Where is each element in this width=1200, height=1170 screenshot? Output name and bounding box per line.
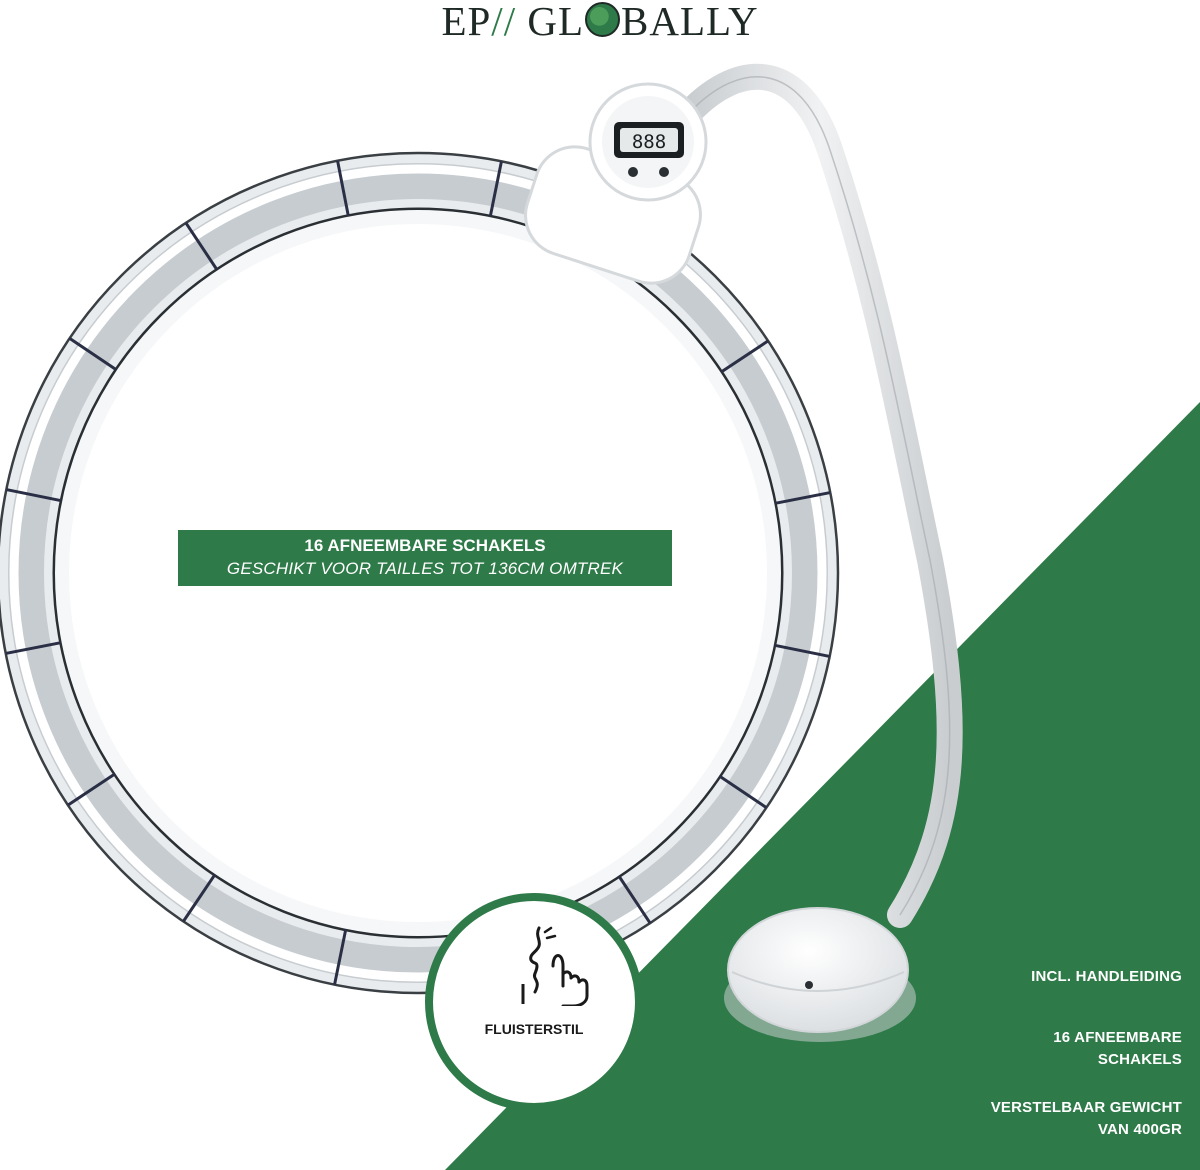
feature-adjustable-weight: VERSTELBAAR GEWICHT VAN 400GR: [991, 1097, 1182, 1141]
hoop-segment-divider: [720, 339, 769, 374]
hoop-segment-divider: [184, 222, 219, 271]
banner-title: 16 AFNEEMBARE SCHAKELS: [304, 536, 546, 555]
whisper-icon: [521, 926, 589, 1006]
hoop-segment-divider: [774, 643, 830, 658]
hoop-segment-divider: [719, 775, 768, 809]
banner-subtitle: GESCHIKT VOOR TAILLES TOT 136CM OMTREK: [226, 559, 624, 578]
feature-line: SCHAKELS: [1097, 1051, 1182, 1068]
counter-display-digits: 888: [632, 131, 666, 153]
logo-text-gl: GL: [527, 0, 584, 44]
feature-manual: INCL. HANDLEIDING: [1031, 966, 1182, 988]
feature-line: VERSTELBAAR GEWICHT: [990, 1099, 1182, 1116]
hoop-segment-divider: [67, 772, 116, 807]
hoop-segment-divider: [333, 929, 348, 985]
hoop-segment-divider: [774, 491, 831, 505]
hoop-ring: [0, 151, 840, 995]
brand-logo: EP// GL BALLY: [0, 0, 1200, 48]
badge-label: FLUISTERSTIL: [484, 1021, 584, 1037]
hoop-segment-divider: [336, 160, 350, 217]
globe-icon: [585, 2, 620, 37]
weight-ball: [724, 907, 916, 1042]
hoop-segment-divider: [5, 641, 62, 655]
hoop-segment-divider: [68, 337, 117, 371]
feature-banner: 16 AFNEEMBARE SCHAKELS GESCHIKT VOOR TAI…: [178, 530, 672, 586]
counter-unit: 888: [524, 82, 708, 285]
hoop-segment-divider: [182, 874, 216, 923]
whisper-quiet-badge: FLUISTERSTIL: [425, 893, 643, 1111]
feature-detachable-links: 16 AFNEEMBARE SCHAKELS: [1053, 1027, 1182, 1071]
hoop-segment-divider: [6, 488, 62, 503]
feature-line: INCL. HANDLEIDING: [1031, 968, 1182, 985]
logo-text-bally: BALLY: [621, 0, 759, 44]
hoop-segment-divider: [488, 161, 503, 217]
feature-line: VAN 400GR: [1097, 1121, 1182, 1138]
feature-line: 16 AFNEEMBARE: [1053, 1029, 1182, 1046]
logo-slashes: //: [491, 0, 517, 44]
hoop-segment-divider: [617, 875, 652, 924]
logo-text-ep: EP: [441, 0, 492, 44]
